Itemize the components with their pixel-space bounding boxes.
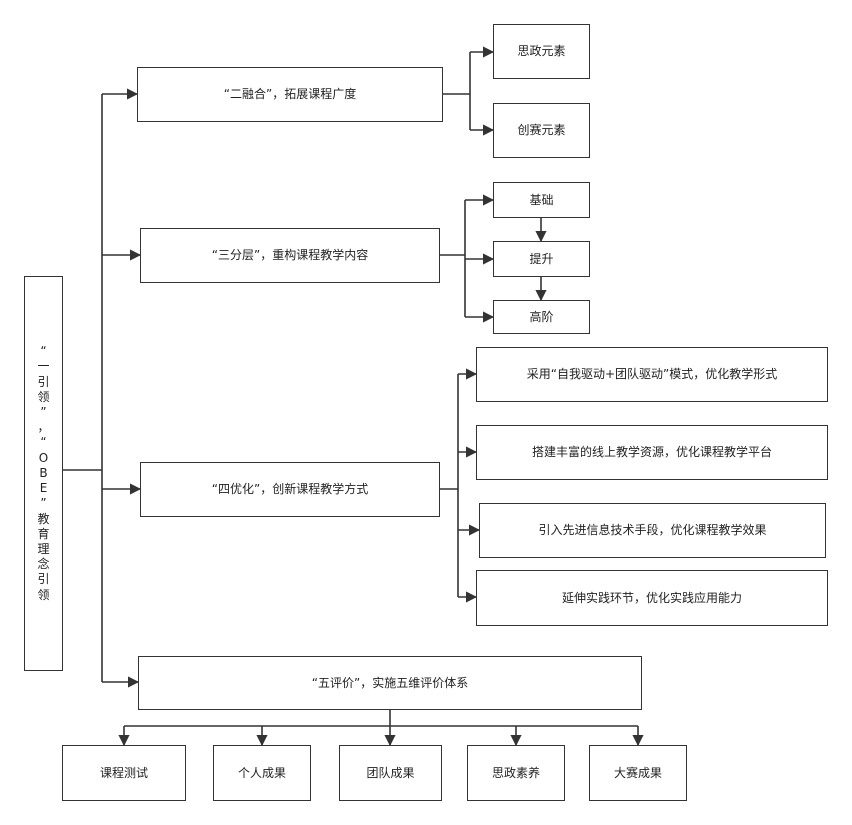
branch-node-2: “三分层”，重构课程教学内容 — [140, 228, 440, 283]
branch-2-child-1: 基础 — [493, 182, 590, 218]
branch-3-child-2: 搭建丰富的线上教学资源，优化课程教学平台 — [476, 425, 828, 480]
branch-node-1: “二融合”，拓展课程广度 — [137, 67, 443, 122]
branch-1-child-2: 创赛元素 — [493, 103, 590, 158]
branch-2-child-2: 提升 — [493, 241, 590, 277]
branch-4-child-4: 思政素养 — [467, 745, 565, 801]
branch-1-child-1: 思政元素 — [493, 24, 590, 79]
branch-4-child-1: 课程测试 — [62, 745, 186, 801]
branch-3-child-4: 延伸实践环节，优化实践应用能力 — [476, 570, 828, 626]
branch-4-child-2: 个人成果 — [213, 745, 311, 801]
branch-node-3: “四优化”，创新课程教学方式 — [140, 462, 440, 517]
branch-node-4: “五评价”，实施五维评价体系 — [138, 656, 642, 710]
branch-4-child-3: 团队成果 — [339, 745, 442, 801]
branch-3-child-3: 引入先进信息技术手段，优化课程教学效果 — [479, 503, 826, 558]
branch-2-child-3: 高阶 — [493, 300, 590, 334]
branch-4-child-5: 大赛成果 — [589, 745, 687, 801]
branch-3-child-1: 采用“自我驱动+团队驱动”模式，优化教学形式 — [476, 347, 828, 402]
